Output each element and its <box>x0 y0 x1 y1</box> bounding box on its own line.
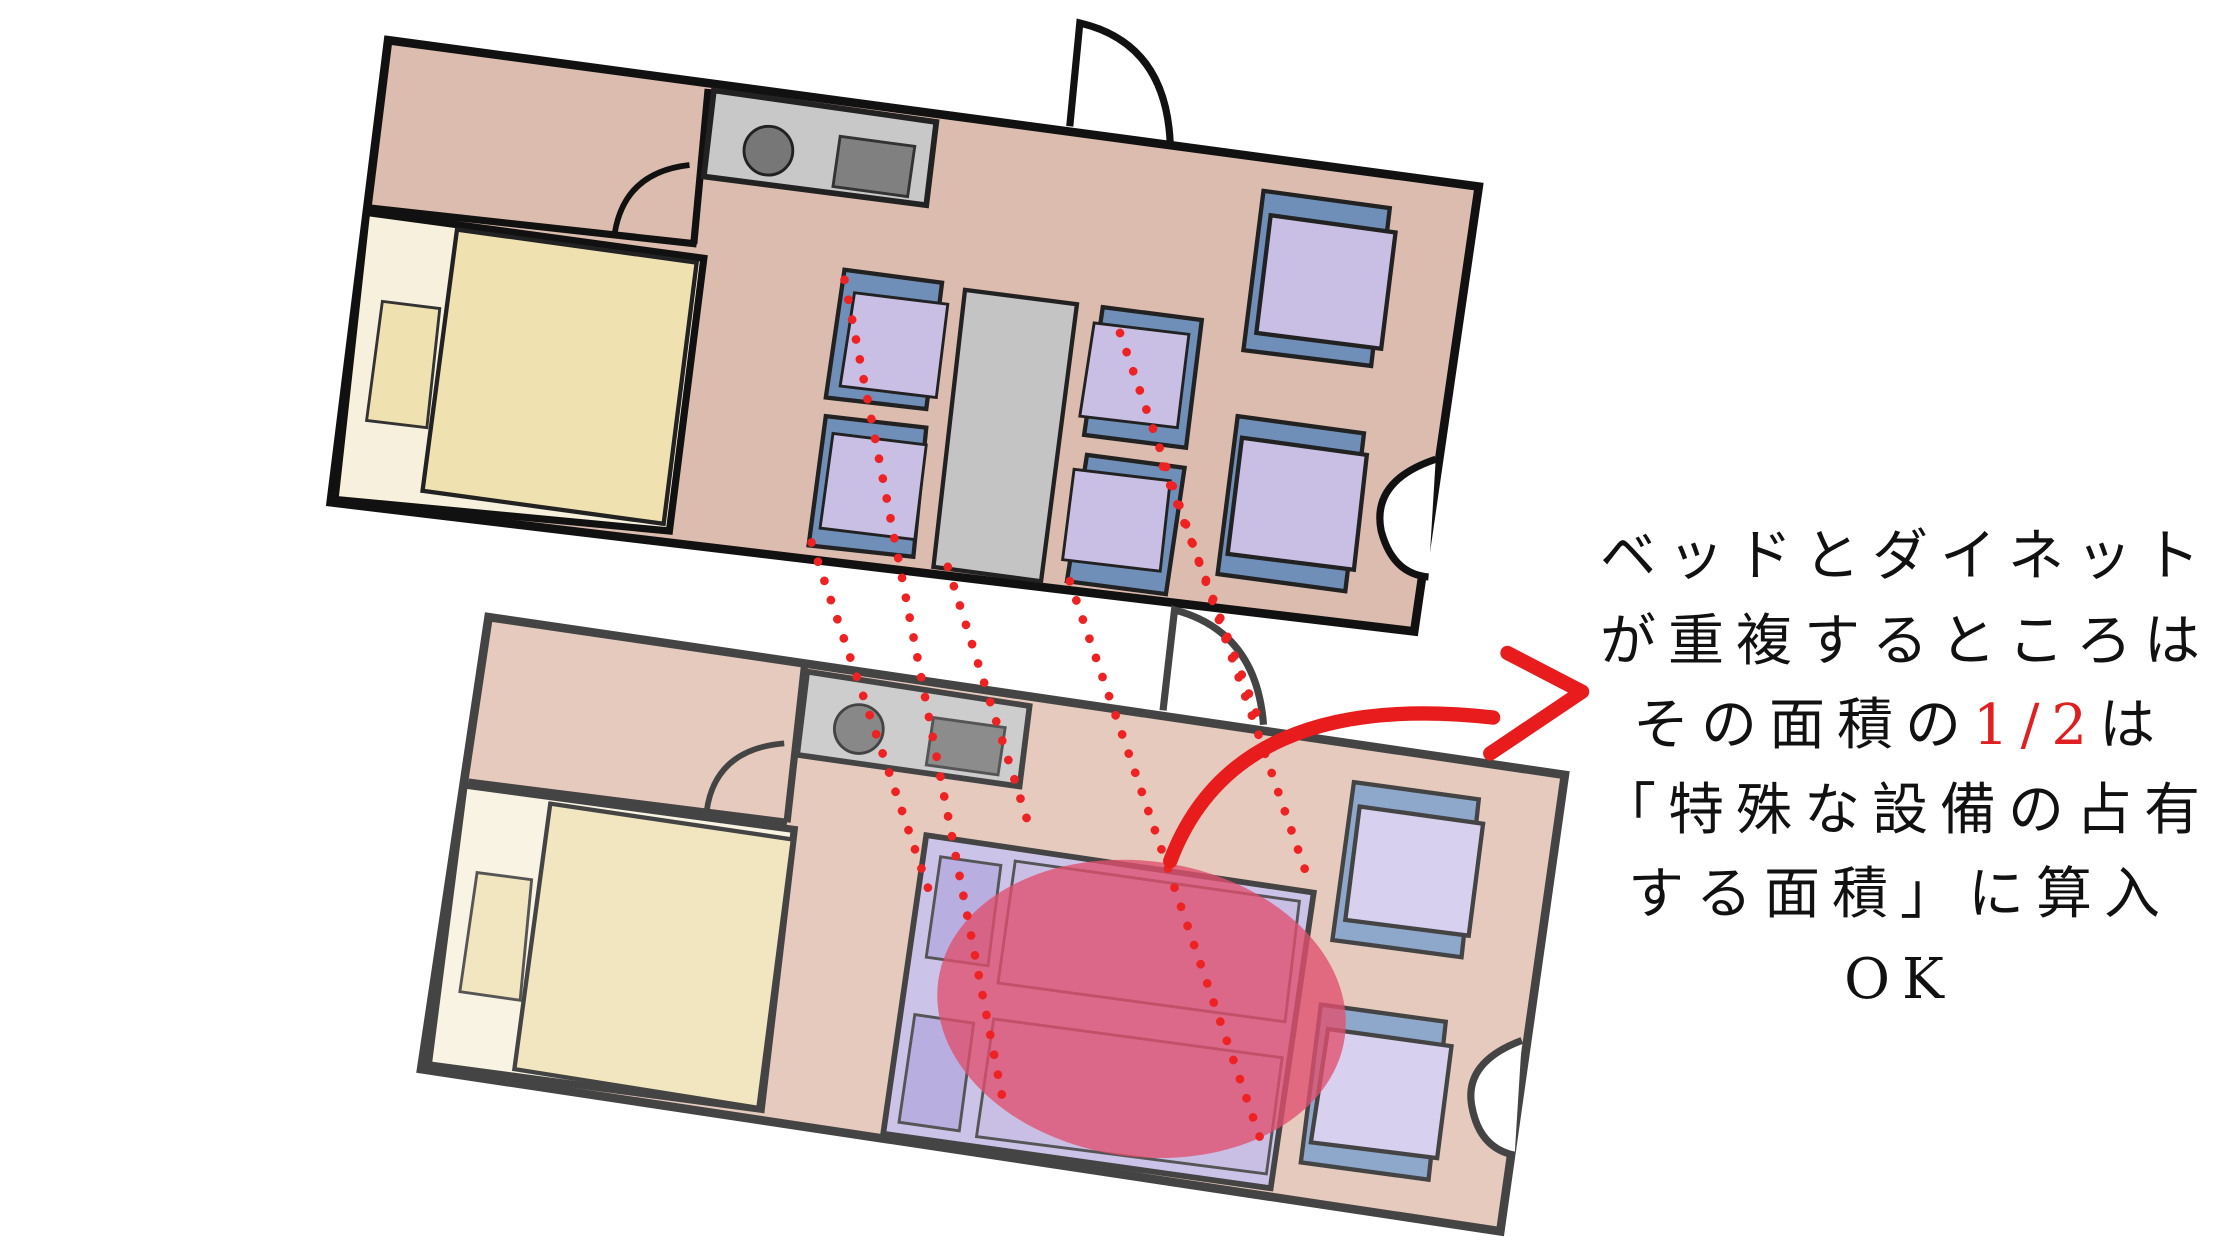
side-door-icon <box>1467 1037 1524 1159</box>
door-swing-icon <box>703 740 785 812</box>
seat <box>1241 188 1398 369</box>
closet-wall <box>690 88 712 245</box>
projection-line <box>1115 328 1314 887</box>
explanation-text: ベッドとダイネット が重複するところは その面積の1/2は 「特殊な設備の占有 … <box>1600 515 2200 1022</box>
closet-wall <box>468 778 788 826</box>
projection-line <box>807 538 938 909</box>
note-text: その面積の <box>1632 693 1973 758</box>
door-swing-icon <box>612 162 690 233</box>
side-door-icon <box>1376 455 1437 581</box>
pillow <box>458 870 534 1002</box>
projection-line <box>840 275 1010 1117</box>
sink-icon <box>831 134 917 199</box>
bed <box>511 801 796 1111</box>
dinette-seat <box>823 267 950 412</box>
note-line: する面積」に算入 <box>1628 862 2172 927</box>
entrance-door-icon <box>1159 605 1268 725</box>
dinette-seat <box>806 413 929 560</box>
seat <box>1215 413 1370 594</box>
seat <box>1329 779 1486 960</box>
arrow-icon <box>1163 645 1590 869</box>
note-line: 「特殊な設備の占有 <box>1600 777 2212 843</box>
dinette-seat <box>1060 452 1188 597</box>
overlap-highlight <box>937 859 1346 1158</box>
dinette-seat <box>1078 304 1205 451</box>
entrance-door-icon <box>1066 18 1174 144</box>
sink-icon <box>924 715 1007 777</box>
note-line: ベッドとダイネット <box>1600 524 2212 589</box>
floor-plan-dinette-mode <box>325 18 1484 637</box>
bed <box>420 227 700 527</box>
stove-icon <box>832 703 885 755</box>
pillow <box>364 299 442 430</box>
note-line: OK <box>1844 946 1956 1012</box>
note-line: が重複するところは <box>1600 608 2212 674</box>
projection-line <box>1158 462 1265 730</box>
note-line: その面積の1/2は <box>1600 684 2200 769</box>
note-text: は <box>2099 693 2168 758</box>
closet-wall <box>370 204 698 248</box>
fraction-highlight: 1/2 <box>1972 693 2100 758</box>
dinette-table <box>931 287 1080 584</box>
stove-icon <box>742 124 795 177</box>
projection-line <box>943 562 1036 837</box>
